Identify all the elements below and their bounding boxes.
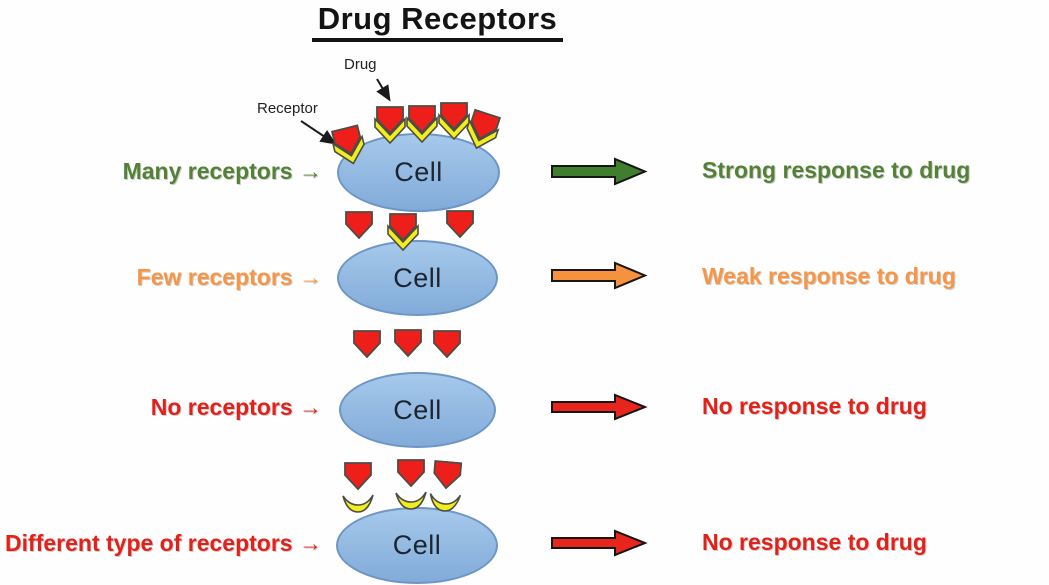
- no-response-arrow: [551, 393, 648, 421]
- cell-label: Cell: [393, 394, 442, 425]
- drug-icon: [446, 210, 474, 238]
- drug-icon: [353, 330, 381, 358]
- row2-response: Weak response to drug: [702, 263, 956, 289]
- drug-receptor-icon: [466, 108, 502, 150]
- cell-label: Cell: [393, 262, 442, 293]
- drug-receptor-icon: [330, 124, 365, 165]
- drug-wrong-receptor-icon: [342, 462, 374, 513]
- cell-row3: Cell: [339, 372, 496, 448]
- receptor-annotation-label: Receptor: [257, 100, 318, 117]
- row4-response: No response to drug: [702, 529, 927, 555]
- cell-row1: Cell: [337, 133, 500, 212]
- drug-wrong-receptor-icon: [395, 459, 427, 510]
- cell-label: Cell: [394, 157, 443, 187]
- drug-receptor-icon: [374, 106, 406, 144]
- row3-label: No receptors →: [150, 394, 322, 420]
- row4-label: Different type of receptors →: [5, 530, 322, 556]
- row1-label: Many receptors →: [122, 158, 322, 184]
- drug-wrong-receptor-icon: [429, 459, 463, 512]
- cell-row2: Cell: [337, 240, 498, 316]
- drug-pointer-arrow: [376, 78, 391, 102]
- cell-row4: Cell: [336, 507, 498, 584]
- no-response-arrow: [551, 529, 648, 557]
- drug-annotation-label: Drug: [344, 56, 377, 73]
- drug-icon: [345, 211, 373, 239]
- strong-response-arrow: [551, 157, 648, 186]
- page-title-text: Drug Receptors: [311, 1, 564, 42]
- row3-response: No response to drug: [702, 393, 927, 419]
- drug-receptor-icon: [406, 105, 438, 143]
- page-title: Drug Receptors: [250, 1, 625, 42]
- drug-icon: [394, 329, 422, 357]
- row2-label: Few receptors →: [136, 264, 322, 290]
- weak-response-arrow: [551, 261, 648, 290]
- row1-response: Strong response to drug: [702, 157, 971, 183]
- drug-receptor-icon: [387, 213, 419, 251]
- drug-icon: [433, 330, 461, 358]
- cell-label: Cell: [392, 530, 442, 560]
